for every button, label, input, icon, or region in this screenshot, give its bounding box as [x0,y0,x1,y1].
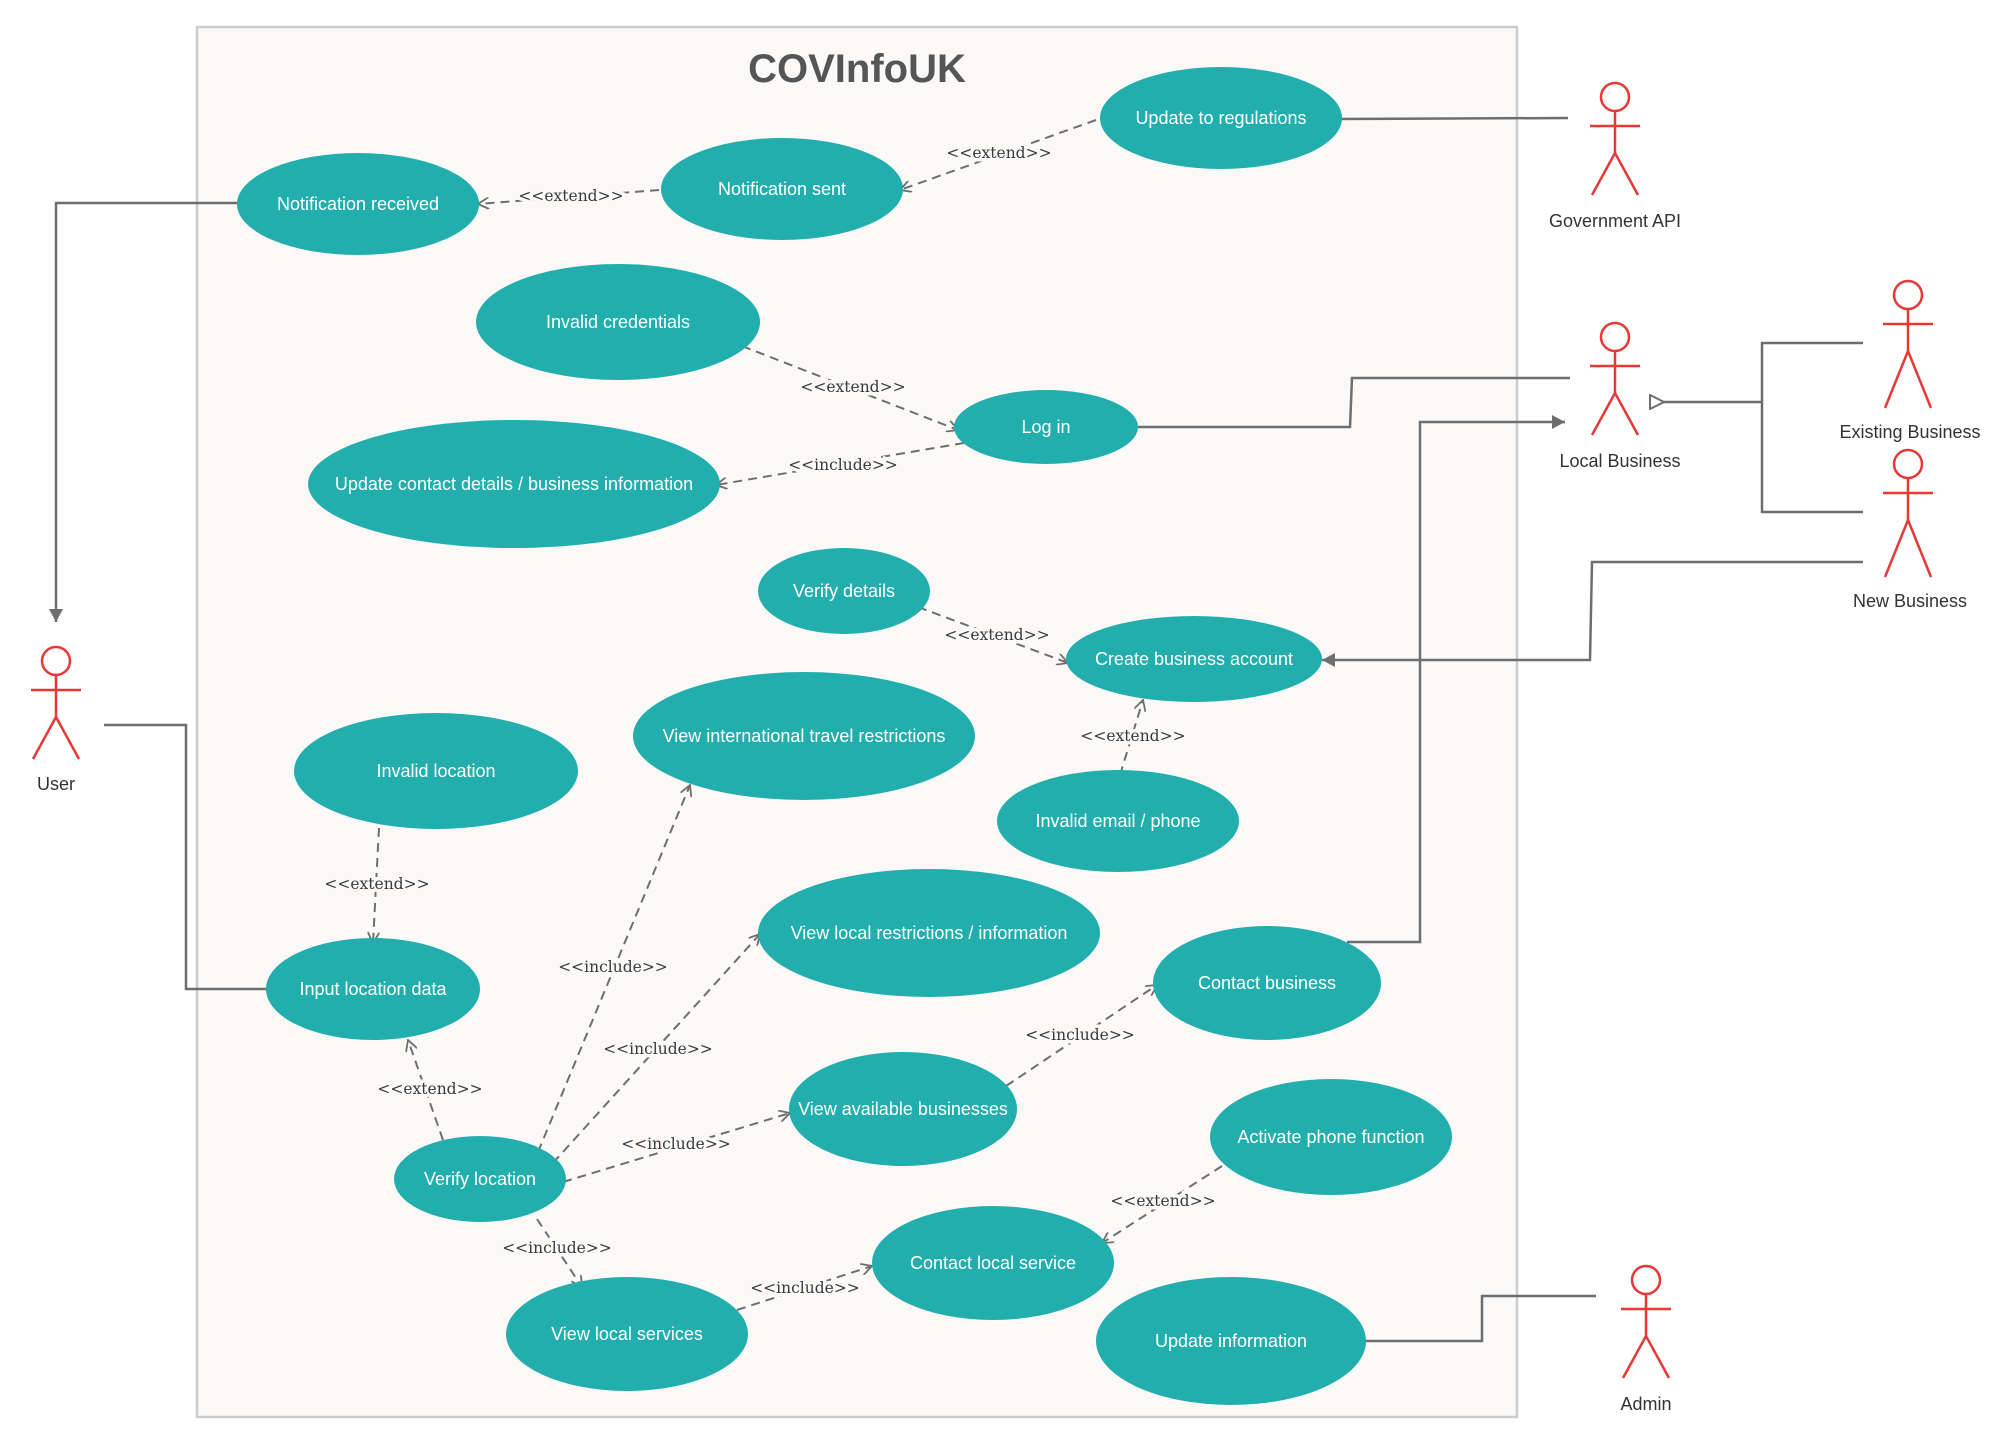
svg-text:Update information: Update information [1155,1331,1307,1351]
svg-text:Activate phone function: Activate phone function [1237,1127,1424,1147]
svg-text:Update contact details / busin: Update contact details / business inform… [335,474,693,494]
use-case-notification-received[interactable]: Notification received [237,153,479,255]
use-case-activate-phone-function[interactable]: Activate phone function [1210,1079,1452,1195]
label-extend-notification: <<extend>> [518,187,623,205]
svg-text:Invalid email / phone: Invalid email / phone [1035,811,1200,831]
relation-login-to-update-contact [716,442,965,485]
connector-login-local-business [1138,376,1570,429]
relation-verify-location-to-local-services [536,1218,582,1287]
use-case-update-contact-details[interactable]: Update contact details / business inform… [308,420,720,548]
relation-local-services-to-contact-service [736,1266,872,1311]
relation-notification-sent-to-received [478,189,660,204]
label-include-international: <<include>> [558,958,668,976]
svg-text:Notification received: Notification received [277,194,439,214]
label-include-login: <<include>> [788,456,898,474]
connector-update-regulations-government [1335,116,1569,121]
label-extend-credentials: <<extend>> [800,378,905,396]
actor-new-business-label: New Business [1853,591,1967,611]
actor-admin-label: Admin [1620,1394,1671,1414]
label-include-contact-business: <<include>> [1025,1026,1135,1044]
use-case-contact-business[interactable]: Contact business [1153,926,1381,1040]
relation-activate-phone-to-contact-service [1102,1165,1223,1243]
relation-verify-location-to-available-businesses [562,1113,790,1183]
relation-invalid-location-to-input [373,827,380,943]
use-case-log-in[interactable]: Log in [954,390,1138,464]
use-case-update-information[interactable]: Update information [1096,1277,1366,1405]
use-case-contact-local-service[interactable]: Contact local service [872,1206,1114,1320]
svg-text:Log in: Log in [1021,417,1070,437]
use-case-input-location-data[interactable]: Input location data [266,938,480,1040]
generalization-new-business [1760,402,1863,514]
use-case-view-international-travel[interactable]: View international travel restrictions [633,672,975,800]
svg-text:View local restrictions / info: View local restrictions / information [791,923,1068,943]
relation-available-businesses-to-contact-business [1005,985,1157,1087]
actor-user-icon[interactable] [31,645,81,760]
svg-text:Verify details: Verify details [793,581,895,601]
use-case-notification-sent[interactable]: Notification sent [661,138,903,240]
actor-government-api-label: Government API [1549,211,1681,231]
actor-existing-business-icon[interactable] [1883,279,1933,409]
connector-user-input-location [104,723,266,991]
svg-text:Invalid credentials: Invalid credentials [546,312,690,332]
label-include-local-services: <<include>> [502,1239,612,1257]
relation-verify-location-to-international [537,785,690,1153]
use-case-create-business-account[interactable]: Create business account [1066,616,1322,702]
use-case-view-local-services[interactable]: View local services [506,1277,748,1391]
use-case-view-available-businesses[interactable]: View available businesses [789,1052,1017,1166]
label-include-local-restrictions: <<include>> [603,1040,713,1058]
svg-text:Invalid location: Invalid location [376,761,495,781]
relation-invalid-credentials-to-login [741,345,958,430]
svg-text:Update to regulations: Update to regulations [1135,108,1306,128]
svg-text:Verify location: Verify location [424,1169,536,1189]
svg-text:View available businesses: View available businesses [798,1099,1008,1119]
connector-new-business-create-account [1322,560,1863,667]
actor-local-business-label: Local Business [1559,451,1680,471]
svg-text:Contact business: Contact business [1198,973,1336,993]
use-case-verify-details[interactable]: Verify details [758,548,930,634]
svg-text:Notification sent: Notification sent [718,179,846,199]
label-extend-regulations: <<extend>> [946,144,1051,162]
use-case-invalid-location[interactable]: Invalid location [294,713,578,829]
use-case-invalid-email-phone[interactable]: Invalid email / phone [997,770,1239,872]
relation-verify-location-to-input [408,1040,444,1141]
connector-contact-business-local-business [1347,415,1565,944]
label-extend-invalid-email: <<extend>> [1080,727,1185,745]
relation-verify-location-to-local-restrictions [552,934,760,1164]
generalization-existing-business [1760,341,1863,402]
actor-admin-icon[interactable] [1621,1264,1671,1379]
label-extend-activate-phone: <<extend>> [1110,1192,1215,1210]
label-extend-verify-location: <<extend>> [377,1080,482,1098]
use-case-invalid-credentials[interactable]: Invalid credentials [476,264,760,380]
label-include-contact-service: <<include>> [750,1279,860,1297]
use-case-view-local-restrictions[interactable]: View local restrictions / information [758,869,1100,997]
svg-text:Input location data: Input location data [299,979,447,999]
label-include-available-businesses: <<include>> [621,1135,731,1153]
actor-new-business-icon[interactable] [1883,448,1933,578]
relation-update-to-notification-sent [900,119,1097,190]
relation-invalid-email-to-create-account [1119,700,1143,776]
relation-verify-details-to-create-account [917,606,1068,663]
use-case-verify-location[interactable]: Verify location [394,1136,566,1222]
svg-text:Create business account: Create business account [1095,649,1293,669]
system-title: COVInfoUK [748,47,966,91]
connector-update-information-admin [1363,1294,1596,1343]
use-case-update-to-regulations[interactable]: Update to regulations [1100,67,1342,169]
actor-local-business-icon[interactable] [1590,321,1640,436]
svg-text:View local services: View local services [551,1324,703,1344]
actor-user-label: User [37,774,75,794]
svg-text:Contact local service: Contact local service [910,1253,1076,1273]
label-extend-verify-details: <<extend>> [944,626,1049,644]
connector-notification-received-user [49,201,238,622]
actor-government-api-icon[interactable] [1590,81,1640,196]
actor-existing-business-label: Existing Business [1839,422,1980,442]
svg-text:View international travel rest: View international travel restrictions [663,726,946,746]
label-extend-invalid-location: <<extend>> [324,875,429,893]
